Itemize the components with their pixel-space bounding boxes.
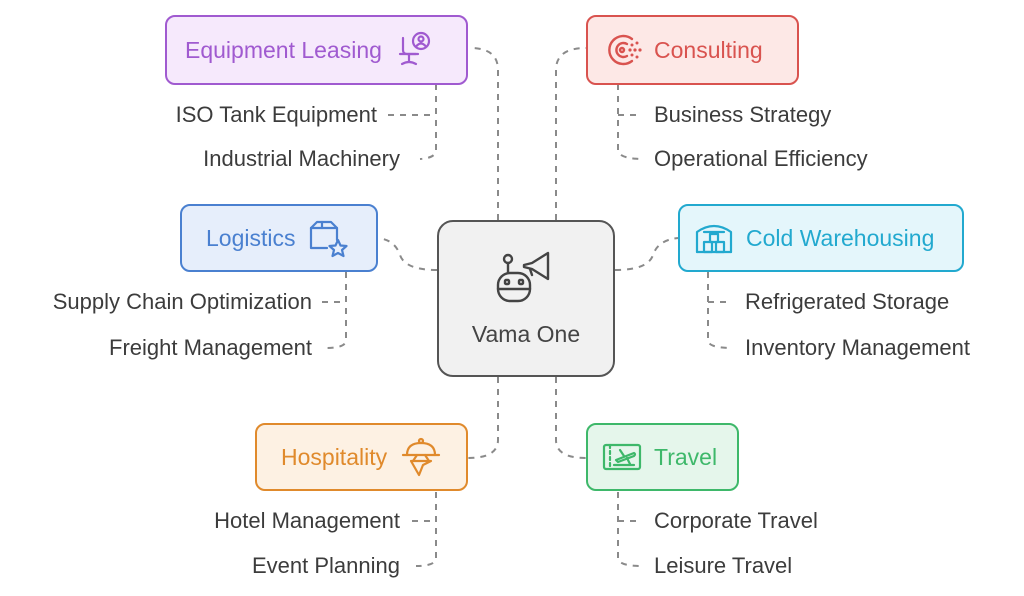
sub-corporate-travel: Corporate Travel — [654, 508, 818, 533]
branch-title: Logistics — [206, 224, 296, 251]
center-title: Vama One — [471, 321, 581, 347]
branch-title: Equipment Leasing — [185, 36, 382, 63]
branch-hospitality[interactable]: Hospitality — [255, 423, 468, 491]
connector-equipment-leasing — [469, 47, 499, 220]
warehouse-icon — [695, 224, 733, 254]
connector-travel — [555, 377, 587, 459]
cloche-tray-icon — [402, 437, 441, 477]
sub-leisure-travel: Leisure Travel — [654, 553, 793, 578]
sub-event-planning: Event Planning — [252, 553, 400, 578]
connector-consulting — [555, 47, 587, 220]
sub-business-strategy: Business Strategy — [654, 102, 832, 127]
robot-megaphone-icon — [496, 251, 550, 303]
box-star-icon — [310, 220, 349, 258]
sub-industrial-machinery: Industrial Machinery — [203, 146, 400, 171]
connector-logistics — [377, 237, 438, 271]
consulting-target-icon — [608, 34, 642, 66]
branch-logistics[interactable]: Logistics — [180, 204, 378, 272]
sub-hotel-management: Hotel Management — [214, 508, 400, 533]
branch-title: Cold Warehousing — [746, 224, 935, 251]
center-node[interactable]: Vama One — [437, 220, 615, 377]
connector-hospitality — [467, 377, 499, 459]
office-chair-user-icon — [398, 31, 431, 66]
branch-title: Travel — [654, 443, 718, 470]
sub-iso-tank-equipment: ISO Tank Equipment — [175, 102, 377, 127]
sub-refrigerated-storage: Refrigerated Storage — [745, 289, 950, 314]
branch-title: Hospitality — [281, 443, 388, 470]
branch-title: Consulting — [654, 36, 763, 63]
sub-operational-efficiency: Operational Efficiency — [654, 146, 868, 171]
sub-inventory-management: Inventory Management — [745, 335, 971, 360]
branch-cold-warehousing[interactable]: Cold Warehousing — [678, 204, 964, 272]
branch-equipment-leasing[interactable]: Equipment Leasing — [165, 15, 468, 85]
sub-freight-management: Freight Management — [109, 335, 312, 360]
connector-cold-warehousing — [614, 237, 679, 271]
branch-travel[interactable]: Travel — [586, 423, 739, 491]
branch-consulting[interactable]: Consulting — [586, 15, 799, 85]
sub-supply-chain-optimization: Supply Chain Optimization — [52, 289, 312, 314]
plane-ticket-icon — [602, 443, 642, 471]
